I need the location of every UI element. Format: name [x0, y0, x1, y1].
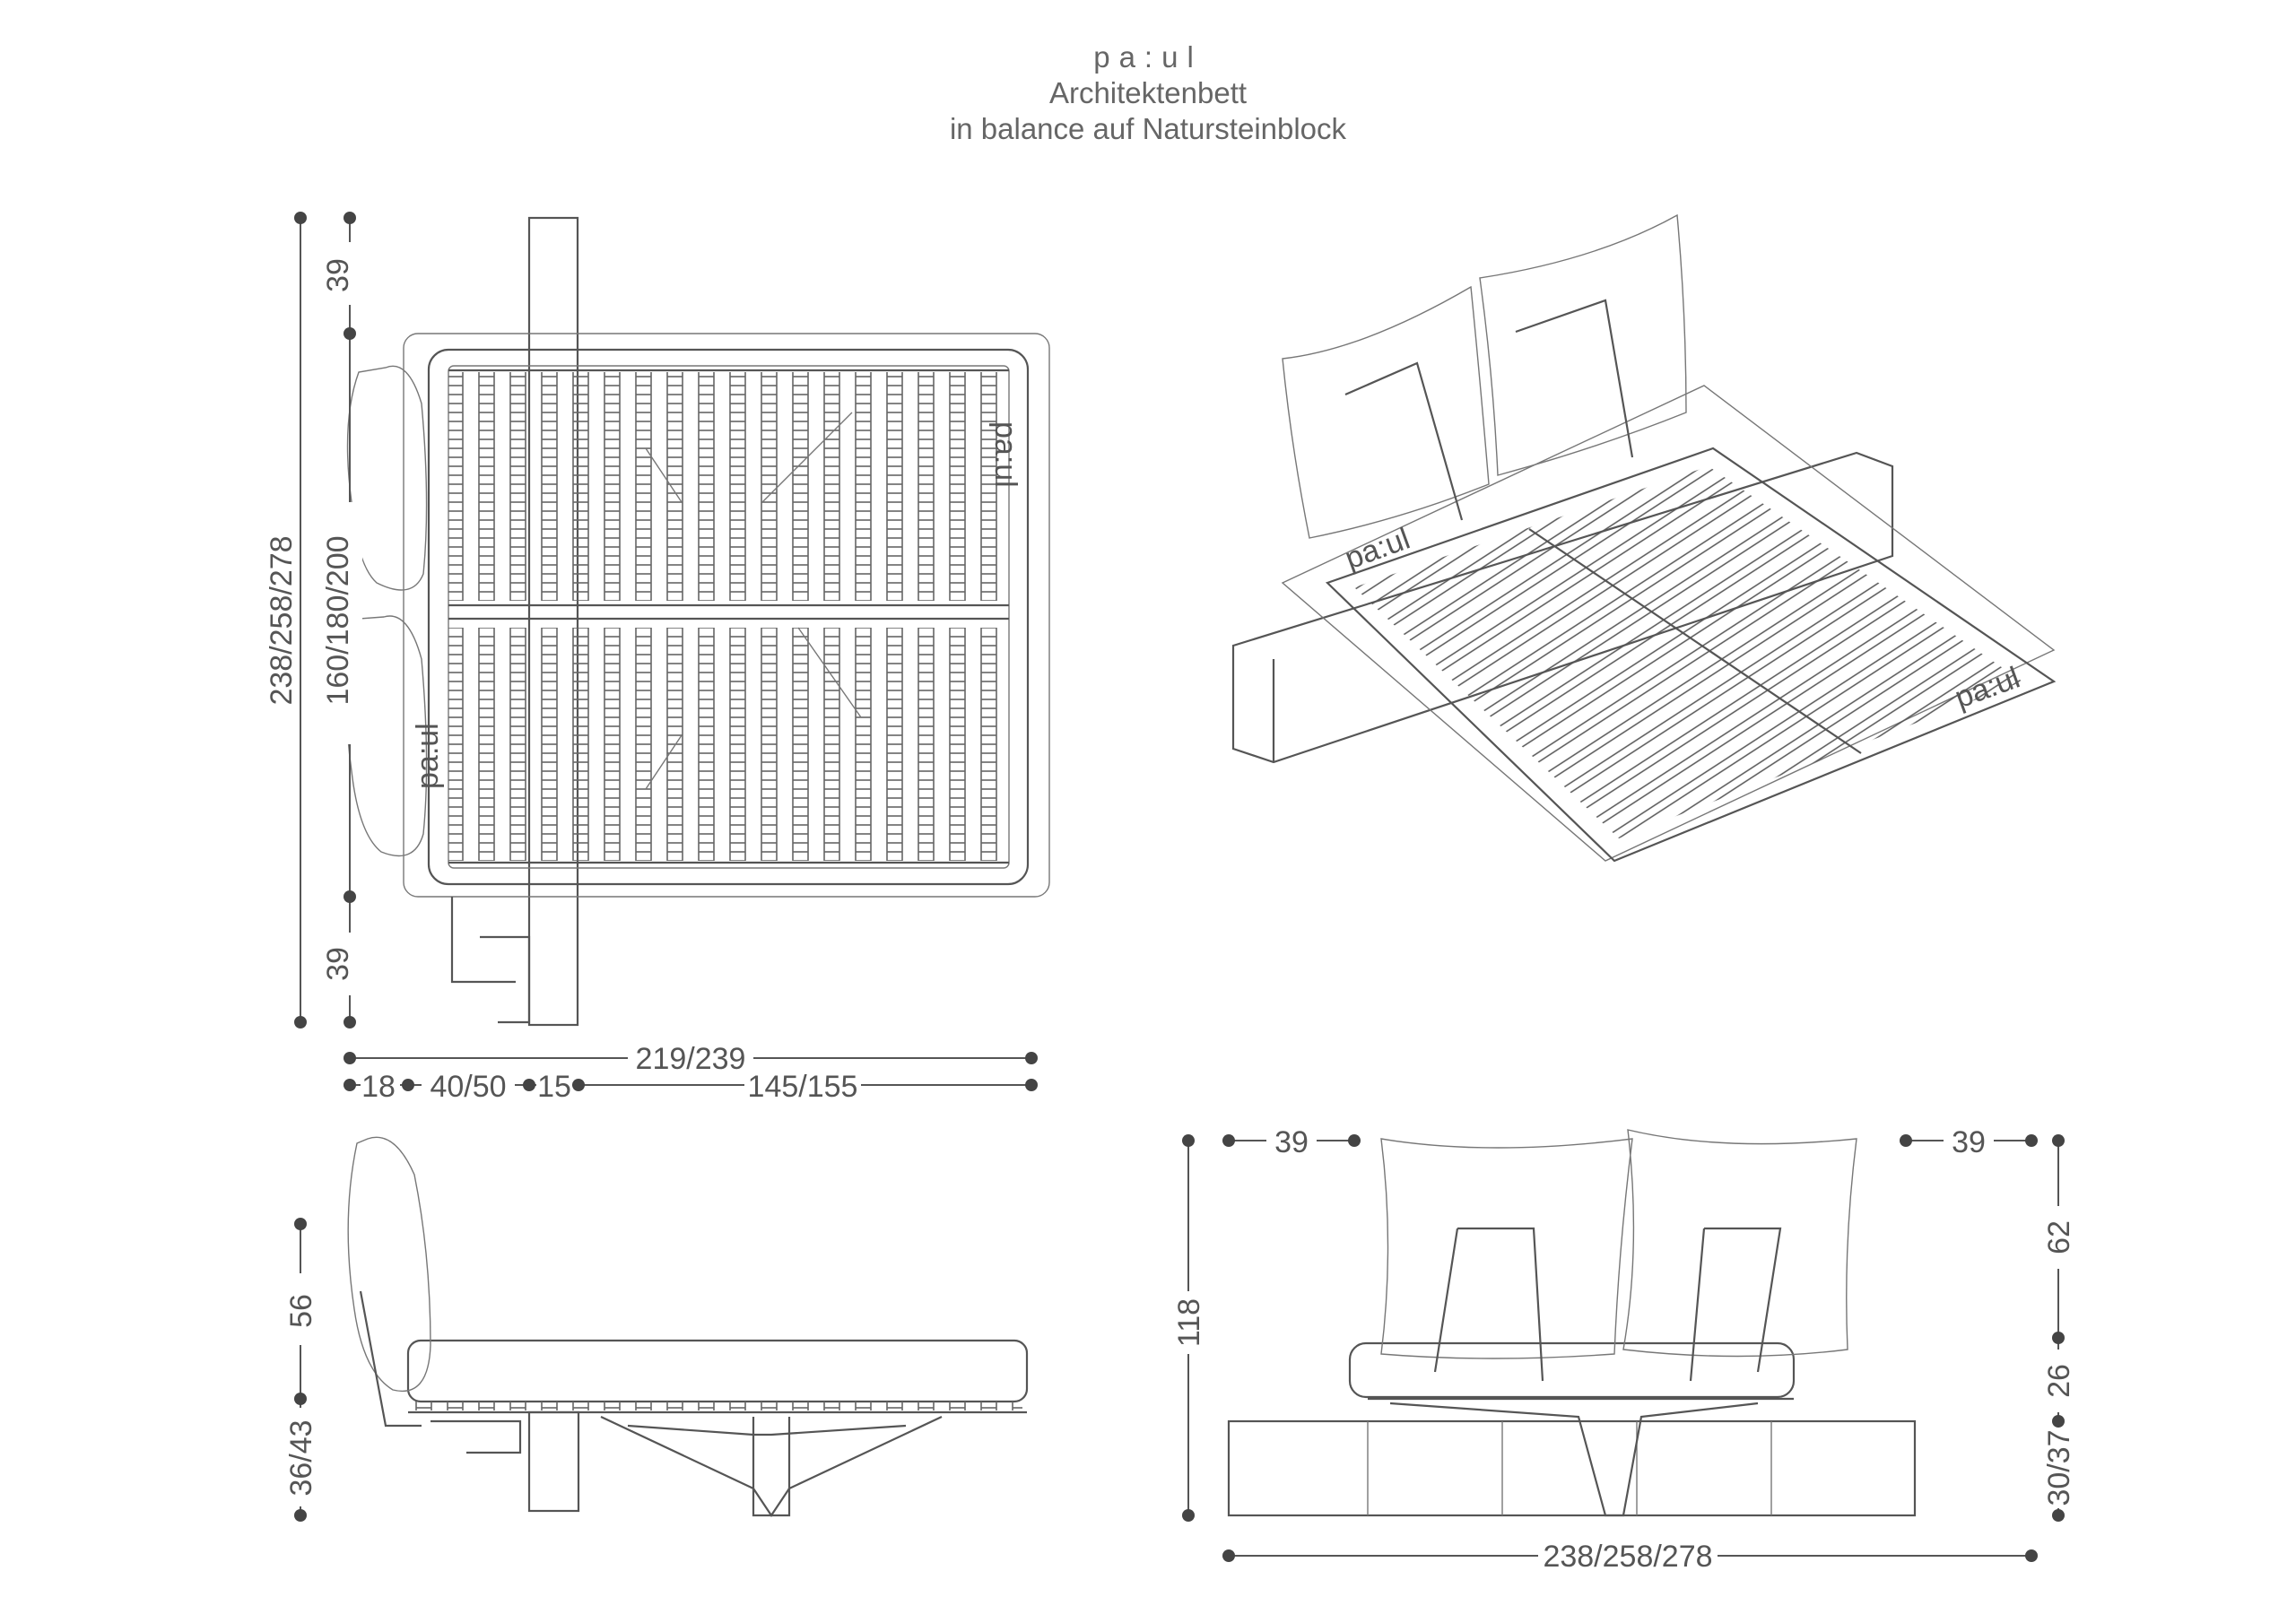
- dim-block: 30/37: [2042, 1429, 2076, 1506]
- side-pillow: [347, 1136, 431, 1392]
- iso-stone-block: [1231, 451, 1894, 764]
- iso-center-rail: [1528, 528, 1862, 754]
- dim-pillow: 62: [2042, 1220, 2076, 1254]
- iso-pillow-2: [1479, 213, 1687, 476]
- side-slats: [413, 1402, 1022, 1410]
- slats-upper: [448, 372, 1009, 601]
- dim-seg-3: 15: [537, 1070, 571, 1104]
- product-name: Architektenbett: [1048, 76, 1248, 109]
- dim-length-outer: 238/258/278: [265, 535, 299, 705]
- frame-logo-1: pa:ul: [988, 421, 1022, 488]
- stone-block: [527, 216, 579, 1027]
- front-block-joints: [1367, 1421, 1772, 1515]
- dim-block-bottom: 39: [321, 947, 355, 981]
- iso-slats: [1354, 466, 2022, 838]
- brand-name: pa:ul: [1093, 40, 1203, 74]
- isometric-view: pa:ul pa:ul: [1231, 213, 2057, 863]
- dim-seg-2: 40/50: [430, 1070, 506, 1104]
- frame-logo-2: pa:ul: [411, 723, 445, 789]
- top-view-dimensions: 238/258/278 39 160/180/200 39 219/239 18…: [265, 212, 1038, 1104]
- side-truss-post: [752, 1417, 791, 1517]
- front-truss: [1368, 1397, 1794, 1517]
- side-bracket: [430, 1419, 522, 1454]
- dim-height-total: 118: [1172, 1298, 1206, 1347]
- iso-logo-1: pa:ul: [1341, 522, 1414, 577]
- side-mattress: [406, 1339, 1029, 1403]
- side-view-dimensions: 56 36/43: [280, 1218, 319, 1522]
- dim-base: 36/43: [284, 1419, 318, 1496]
- dim-front-right: 39: [1952, 1125, 1986, 1159]
- iso-backrests: [1344, 299, 1634, 521]
- front-pillow-2: [1622, 1129, 1857, 1358]
- dim-width-total: 219/239: [636, 1042, 746, 1076]
- front-view-dimensions: 39 39 118 62 26 30/37 238/258/278: [1169, 1125, 2078, 1574]
- dim-seg-1: 18: [361, 1070, 396, 1104]
- iso-frame: [1325, 447, 2057, 863]
- iso-mattress: [1281, 385, 2056, 862]
- side-truss: [600, 1416, 943, 1517]
- slats-lower: [448, 628, 1009, 861]
- mattress-outline: [403, 333, 1050, 898]
- front-stone-block: [1227, 1419, 1917, 1517]
- dim-front-length: 238/258/278: [1543, 1540, 1712, 1574]
- side-stone-block: [527, 1410, 580, 1513]
- dim-front-left: 39: [1274, 1125, 1309, 1159]
- side-view: [347, 1136, 1029, 1517]
- side-bracket: [450, 897, 531, 1024]
- front-mattress: [1348, 1341, 1796, 1399]
- pillow-top-view-1: [346, 365, 428, 591]
- top-view: pa:ul pa:ul: [345, 216, 1050, 1027]
- dim-seg-4: 145/155: [748, 1070, 858, 1104]
- iso-pillow-1: [1282, 285, 1490, 539]
- dim-length-inner: 160/180/200: [321, 535, 355, 705]
- product-subtitle: in balance auf Natursteinblock: [949, 112, 1347, 145]
- bed-frame: [427, 348, 1030, 886]
- dim-block-top: 39: [321, 258, 355, 292]
- drawing-title: pa:ul Architektenbett in balance auf Nat…: [0, 39, 2296, 147]
- dim-mattress: 26: [2042, 1364, 2076, 1398]
- side-headboard-support: [359, 1290, 422, 1428]
- brace-lines: [645, 412, 862, 790]
- front-view: [1227, 1129, 1917, 1517]
- front-backrests: [1433, 1227, 1782, 1382]
- front-pillow-1: [1380, 1138, 1633, 1359]
- slat-area: [448, 365, 1010, 869]
- dim-headboard: 56: [284, 1294, 318, 1328]
